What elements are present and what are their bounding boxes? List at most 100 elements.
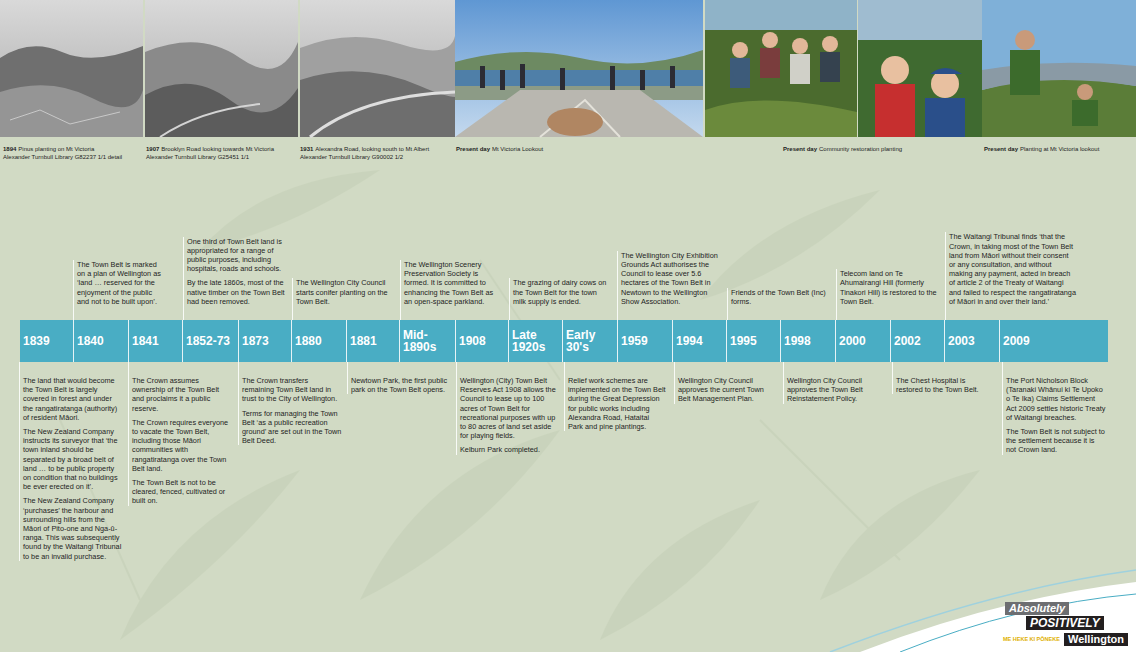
year-cell: 2002 — [890, 320, 944, 362]
year-label: 1839 — [23, 335, 50, 347]
caption-date: Present day — [984, 146, 1018, 152]
path-shape — [300, 71, 462, 137]
year-cell: Late 1920s — [508, 320, 562, 362]
circle-shape — [931, 70, 959, 98]
rect-shape — [982, 0, 1136, 137]
caption-line: Present dayPlanting at Mt Victoria looko… — [984, 146, 1099, 154]
event-text-group: The Port Nicholson Block (Taranaki Whānu… — [1006, 376, 1106, 455]
path-shape — [982, 63, 1136, 90]
year-label: 1840 — [77, 335, 104, 347]
rect-shape — [455, 70, 703, 86]
rect-shape — [705, 0, 857, 30]
year-cell: 1880 — [291, 320, 346, 362]
logo-text: Wellington — [1064, 633, 1128, 646]
path-shape — [705, 100, 857, 137]
event-text: One third of Town Belt land is appropria… — [187, 237, 287, 274]
event-text-group: The Crown transfers remaining Town Belt … — [242, 376, 342, 445]
rect-shape — [705, 0, 857, 137]
path-shape — [900, 594, 1136, 652]
year-cell: 1839 — [20, 320, 73, 362]
event-text: The land that would become the Town Belt… — [23, 376, 123, 422]
year-cell: 2003 — [944, 320, 999, 362]
path-shape — [830, 570, 1136, 652]
year-label: 1995 — [730, 335, 757, 347]
path-shape — [455, 90, 703, 137]
year-cell: 1852-73 — [182, 320, 238, 362]
event-text-group: Wellington City Council approves the cur… — [678, 376, 776, 404]
photo-children — [858, 0, 982, 137]
event-text: The New Zealand Company instructs its su… — [23, 427, 123, 491]
leaf-pattern — [60, 170, 980, 640]
event-text: Relief work schemes are implemented on t… — [568, 376, 666, 431]
rect-shape — [760, 48, 780, 78]
event-text: The Crown requires everyone to vacate th… — [132, 418, 232, 473]
photo-1907 — [145, 0, 298, 137]
caption-source: Alexander Turnbull Library G90002 1/2 — [300, 154, 403, 160]
logo-swoosh — [830, 570, 1136, 652]
event-text-group: The Waitangi Tribunal finds ‘that the Cr… — [949, 232, 1077, 306]
caption-date: Present day — [456, 146, 490, 152]
event-text: The New Zealand Company ‘purchases’ the … — [23, 496, 123, 560]
photo-caption: Present dayMt Victoria Lookout — [456, 146, 543, 154]
leader-line — [73, 260, 74, 320]
photo-caption: 1907Brooklyn Road looking towards Mt Vic… — [146, 146, 274, 161]
caption-line: Alexander Turnbull Library G90002 1/2 — [300, 154, 429, 162]
logo-block: AbsolutelyPOSITIVELYME HEKE KI PŌNEKEWel… — [1000, 600, 1136, 648]
year-label: 1908 — [459, 335, 486, 347]
year-cell: Mid-1890s — [399, 320, 455, 362]
leader-line — [292, 278, 293, 320]
leader-line — [400, 260, 401, 320]
leader-line — [238, 362, 239, 445]
year-label: 1873 — [242, 335, 269, 347]
event-text: The Town Belt is marked on a plan of Wel… — [77, 260, 161, 306]
leader-line — [509, 278, 510, 320]
event-text: Wellington City Council approves the Tow… — [787, 376, 885, 404]
rect-shape — [610, 66, 615, 90]
caption-source: Alexander Turnbull Library G25451 1/1 — [146, 154, 249, 160]
event-text: Telecom land on Te Ahumairangi Hill (for… — [840, 269, 940, 306]
rect-shape — [480, 66, 485, 88]
year-cell: 1881 — [346, 320, 399, 362]
path-shape — [60, 260, 900, 600]
rect-shape — [730, 58, 750, 88]
path-shape — [455, 50, 703, 90]
year-label: 1998 — [784, 335, 811, 347]
year-cell: 1840 — [73, 320, 128, 362]
rect-shape — [500, 70, 505, 90]
leader-line — [783, 362, 784, 404]
year-cell: 2000 — [835, 320, 890, 362]
event-text: The Wellington Scenery Preservation Soci… — [404, 260, 502, 306]
leader-line — [836, 269, 837, 320]
caption-text: Community restoration planting — [819, 146, 902, 152]
caption-date: Present day — [783, 146, 817, 152]
leader-line — [456, 362, 457, 455]
caption-text: Brooklyn Road looking towards Mt Victori… — [161, 146, 274, 152]
event-text-group: The Town Belt is marked on a plan of Wel… — [77, 260, 161, 306]
rect-shape — [820, 52, 840, 82]
year-label: Late 1920s — [512, 329, 562, 353]
year-label: 2000 — [839, 335, 866, 347]
event-text: The Chest Hospital is restored to the To… — [896, 376, 994, 394]
caption-date: 1894 — [3, 146, 16, 152]
event-text-group: Newtown Park, the first public park on t… — [351, 376, 449, 394]
caption-line: 1894Pinus planting on Mt Victoria — [3, 146, 122, 154]
caption-text: Alexandra Road, looking south to Mt Albe… — [315, 146, 429, 152]
logo-text: POSITIVELY — [1026, 616, 1104, 630]
year-cell: 1995 — [726, 320, 780, 362]
leader-line — [128, 362, 129, 506]
rect-shape — [875, 84, 915, 137]
year-label: 2003 — [948, 335, 975, 347]
year-cell: 1908 — [455, 320, 508, 362]
circle-shape — [732, 42, 748, 58]
circle-shape — [1077, 84, 1093, 100]
year-label: 2009 — [1003, 335, 1030, 347]
photo-1894 — [0, 0, 143, 137]
path-shape — [160, 104, 260, 137]
photo-1931 — [300, 0, 462, 137]
path-shape — [930, 68, 962, 74]
event-text-group: Telecom land on Te Ahumairangi Hill (for… — [840, 269, 940, 306]
year-label: Early 30's — [566, 329, 617, 353]
year-cell: 1998 — [780, 320, 835, 362]
path-shape — [600, 500, 760, 640]
event-text: The Crown transfers remaining Town Belt … — [242, 376, 342, 404]
